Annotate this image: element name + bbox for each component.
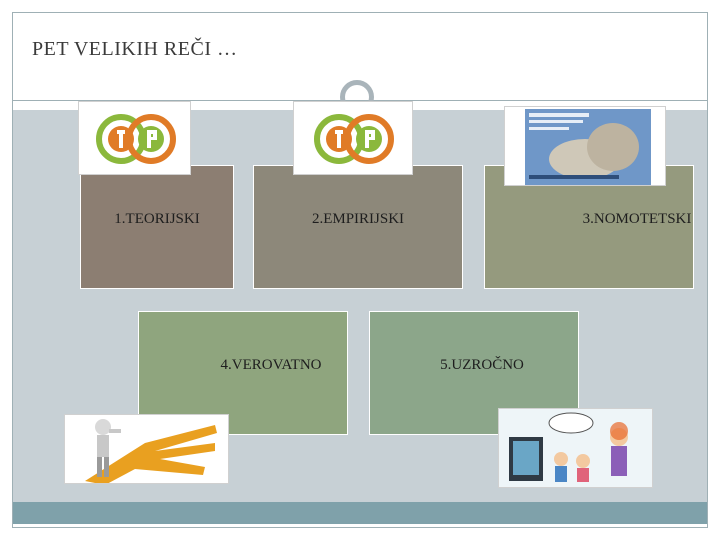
box-label: 3.NOMOTETSKI <box>583 211 692 228</box>
theory-practice-logo-icon <box>293 101 413 175</box>
family-computer-cartoon-image <box>498 408 653 488</box>
footer-bar <box>13 502 707 524</box>
theory-practice-logo-icon <box>78 101 191 175</box>
box-label: 2.EMPIRIJSKI <box>312 211 404 228</box>
slide-title: PET VELIKIH REČI … <box>32 38 237 61</box>
box-label: 4.VEROVATNO <box>221 357 322 374</box>
box-label: 5.UZROČNO <box>440 357 524 374</box>
book-cover-image <box>504 106 666 186</box>
box-empirijski: 2.EMPIRIJSKI <box>253 165 463 289</box>
box-label: 1.TEORIJSKI <box>114 211 199 228</box>
person-at-crossroads-image <box>64 414 229 484</box>
box-teorijski: 1.TEORIJSKI <box>80 165 234 289</box>
